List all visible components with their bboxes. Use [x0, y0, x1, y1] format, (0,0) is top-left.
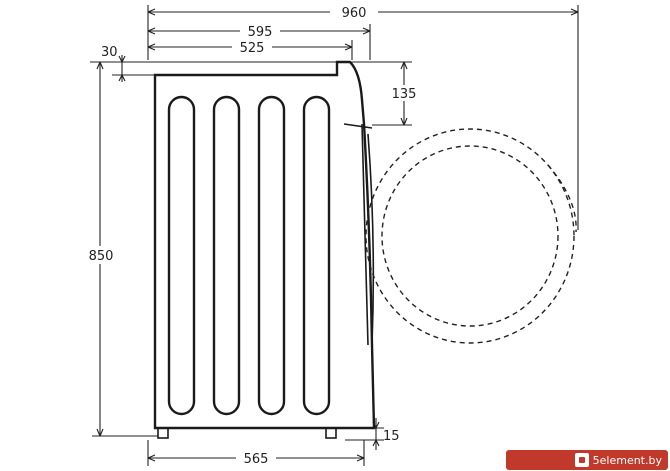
label-525: 525 — [240, 41, 265, 56]
label-960: 960 — [342, 6, 367, 21]
dimension-door-offset: 135 — [345, 61, 420, 126]
label-30: 30 — [101, 45, 118, 60]
dimension-height: 850 — [83, 61, 158, 437]
label-595: 595 — [248, 25, 273, 40]
dimension-foot-height: 15 — [345, 418, 400, 450]
dimension-base-depth: 565 — [147, 440, 365, 467]
side-slot — [167, 95, 196, 416]
label-135: 135 — [392, 87, 417, 102]
side-slot — [212, 95, 241, 416]
watermark-logo: 5element.by — [506, 450, 668, 470]
logo-icon — [574, 453, 589, 467]
door-swing-outline — [365, 128, 577, 344]
side-slot — [302, 95, 331, 416]
dimension-top-offset: 30 — [90, 45, 340, 82]
dimension-body-with-door: 595 — [147, 23, 371, 60]
dimension-total-depth: 960 — [147, 4, 579, 230]
label-565: 565 — [244, 452, 269, 467]
label-15: 15 — [383, 429, 400, 444]
dimension-body-depth: 525 — [147, 39, 353, 60]
machine-body — [153, 60, 376, 430]
label-850: 850 — [89, 249, 114, 264]
machine-foot — [157, 427, 169, 439]
watermark-text: 5element.by — [592, 453, 662, 467]
side-slot — [257, 95, 286, 416]
machine-foot — [325, 427, 337, 439]
